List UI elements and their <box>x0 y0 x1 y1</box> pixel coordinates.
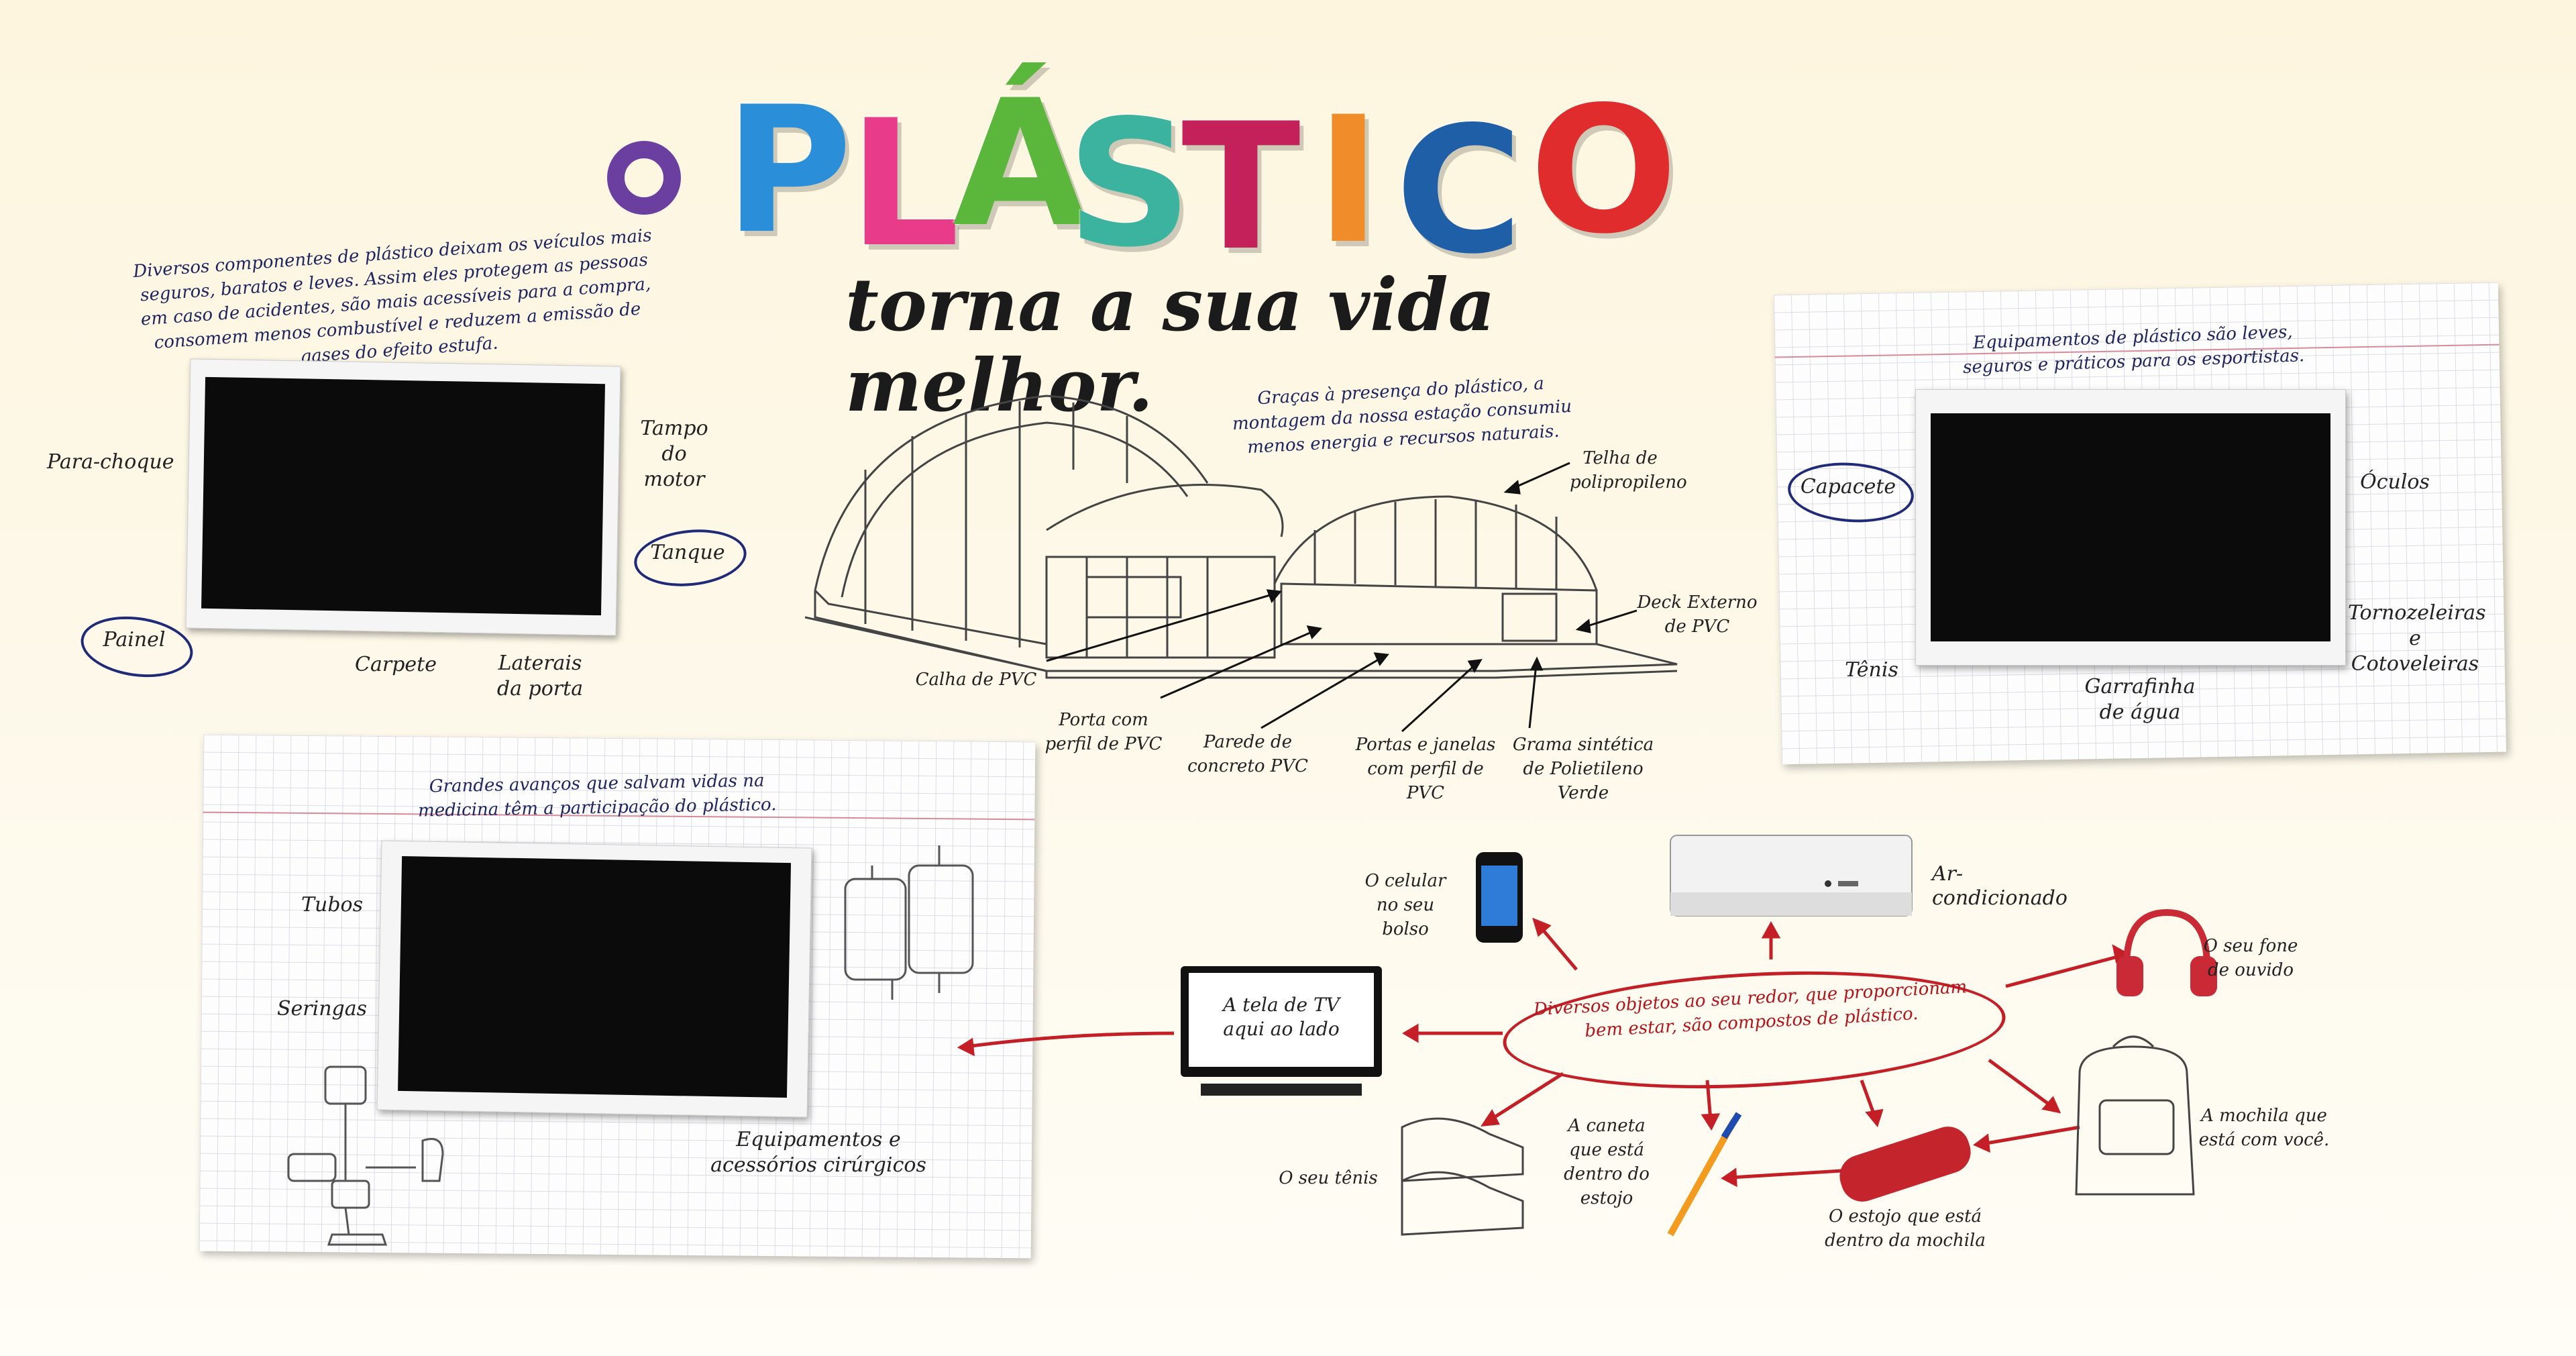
label-seringas: Seringas <box>276 997 368 1021</box>
label-calha: Calha de PVC <box>915 670 1037 690</box>
label-caneta: A caneta que está dentro do estojo <box>1564 1116 1650 1208</box>
label-tv: A tela de TV aqui ao lado <box>1223 994 1340 1040</box>
label-estojo: O estojo que está dentro da mochila <box>1825 1206 1986 1251</box>
title-letter: T <box>1181 87 1301 289</box>
label-ar-condicionado: Ar-condicionado <box>1932 862 2068 910</box>
sports-video-screen[interactable] <box>1931 413 2330 641</box>
label-garrafinha: Garrafinha de água <box>2084 675 2196 724</box>
title-letter: O <box>1529 70 1678 272</box>
label-tubos: Tubos <box>301 893 363 917</box>
label-celular: O celular no seu bolso <box>1364 871 1446 939</box>
title-letter: P <box>724 70 853 272</box>
label-parede-concreto: Parede de concreto PVC <box>1187 732 1308 776</box>
label-telha: Telha de polipropileno <box>1570 448 1687 492</box>
title-letter: L <box>849 83 960 286</box>
label-portas-janelas: Portas e janelas com perfil de PVC <box>1355 735 1496 803</box>
label-grama-sintetica: Grama sintética de Polietileno Verde <box>1512 735 1654 803</box>
label-capacete: Capacete <box>1800 475 1896 499</box>
label-tanque: Tanque <box>650 541 725 564</box>
phone-sketch <box>1476 852 1523 943</box>
label-tornozeleiras: Tornozeleiras e Cotoveleiras <box>2348 601 2486 676</box>
label-tenis-esporte: Tênis <box>1845 658 1898 682</box>
label-equipamentos-cirurgicos: Equipamentos e acessórios cirúrgicos <box>710 1128 926 1177</box>
title-letter: Á <box>953 63 1088 266</box>
label-mochila: A mochila que está com você. <box>2198 1106 2330 1150</box>
label-porta-com-perfil: Porta com perfil de PVC <box>1044 710 1163 754</box>
sports-photo-frame <box>1915 389 2346 666</box>
title-letter: C <box>1395 90 1523 293</box>
label-tenis-objeto: O seu tênis <box>1279 1168 1378 1188</box>
title-letter: I <box>1316 80 1381 282</box>
label-oculos: Óculos <box>2360 470 2430 494</box>
subtitle: torna a sua vida melhor. <box>845 263 1495 428</box>
label-deck-externo: Deck Externo de PVC <box>1637 592 1758 637</box>
label-tampo-do-motor: Tampo do motor <box>640 417 708 491</box>
label-painel: Painel <box>103 628 166 651</box>
label-laterais-da-porta: Laterais da porta <box>496 651 584 700</box>
title-letter: S <box>1067 83 1193 286</box>
label-fone: O seu fone de ouvido <box>2203 936 2298 980</box>
label-carpete: Carpete <box>355 653 437 676</box>
label-para-choque: Para-choque <box>47 450 174 474</box>
